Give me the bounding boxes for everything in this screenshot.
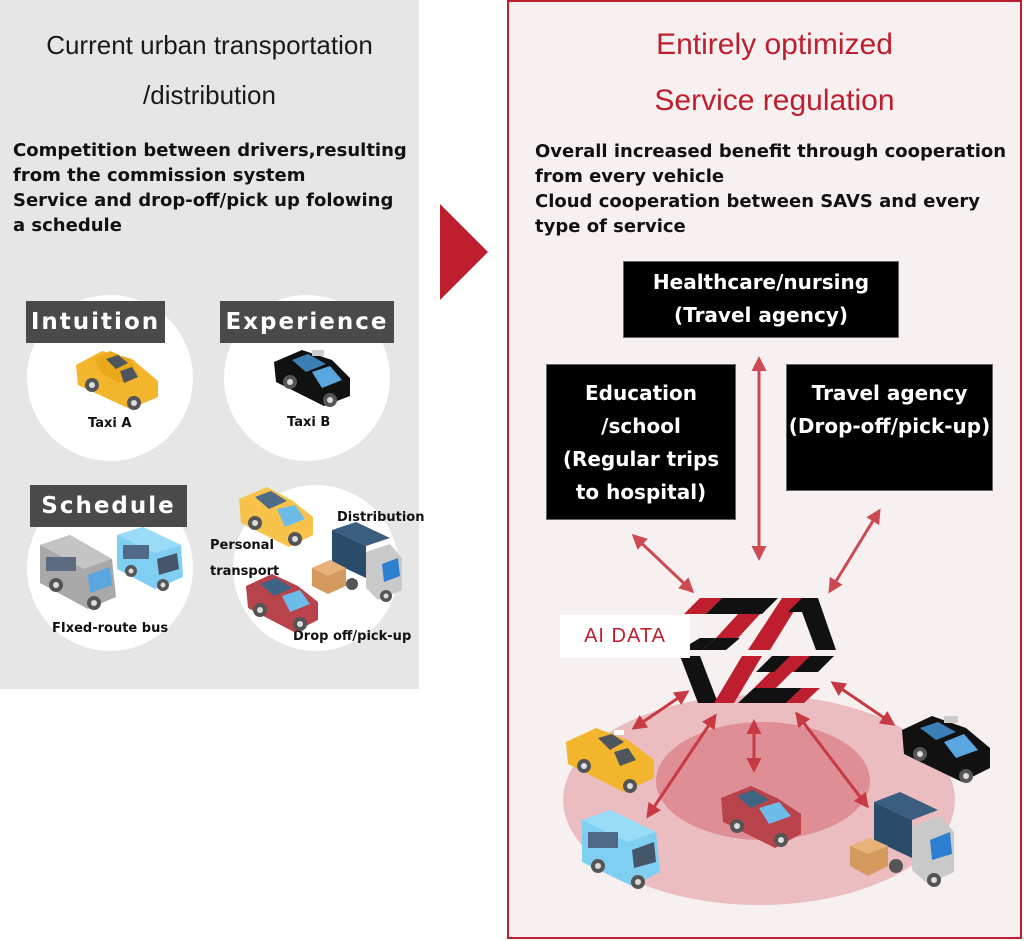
ai-data-label: AI DATA — [560, 615, 690, 658]
service-line: (Regular trips — [562, 447, 720, 471]
intuition-tag: Intuition — [26, 301, 165, 343]
bus-label: FIxed-route bus — [52, 621, 169, 636]
right-desc-line: from every vehicle — [535, 166, 725, 187]
service-line: to hospital) — [575, 480, 707, 504]
left-description: Competition between drivers,resulting fr… — [13, 138, 413, 238]
service-line: /school — [601, 414, 681, 438]
drop-off-label: Drop off/pick-up — [293, 629, 412, 644]
right-desc-line: Cloud cooperation between SAVS and every — [535, 191, 980, 212]
personal-label: Personal — [210, 538, 274, 553]
left-desc-line: from the commission system — [13, 165, 306, 186]
schedule-tag: Schedule — [30, 485, 187, 527]
right-triangle-arrow-icon — [440, 204, 488, 300]
left-title-line2: /distribution — [143, 80, 276, 110]
service-line: Travel agency — [811, 381, 968, 405]
experience-tag: Experience — [220, 301, 394, 343]
left-desc-line: Service and drop-off/pick up folowing — [13, 190, 394, 211]
service-box-education: Education /school (Regular trips to hosp… — [546, 364, 736, 520]
right-description: Overall increased benefit through cooper… — [535, 139, 1015, 239]
service-box-healthcare: Healthcare/nursing (Travel agency) — [623, 261, 899, 338]
right-title-line2: Service regulation — [654, 84, 895, 117]
taxi-b-label: Taxi B — [287, 415, 331, 430]
right-desc-line: type of service — [535, 216, 686, 237]
distribution-label: Distribution — [337, 510, 425, 525]
service-box-travel: Travel agency (Drop-off/pick-up) — [786, 364, 993, 491]
transport-label: transport — [210, 564, 280, 579]
service-line: (Travel agency) — [673, 303, 848, 327]
taxi-a-label: Taxi A — [88, 416, 132, 431]
service-line: (Drop-off/pick-up) — [788, 414, 991, 438]
service-line: Healthcare/nursing — [652, 270, 870, 294]
service-line: Education — [585, 381, 697, 405]
left-desc-line: Competition between drivers,resulting — [13, 140, 407, 161]
left-title-line1: Current urban transportation — [46, 30, 373, 60]
left-desc-line: a schedule — [13, 215, 122, 236]
right-desc-line: Overall increased benefit through cooper… — [535, 141, 1007, 162]
right-title-line1: Entirely optimized — [656, 28, 893, 61]
